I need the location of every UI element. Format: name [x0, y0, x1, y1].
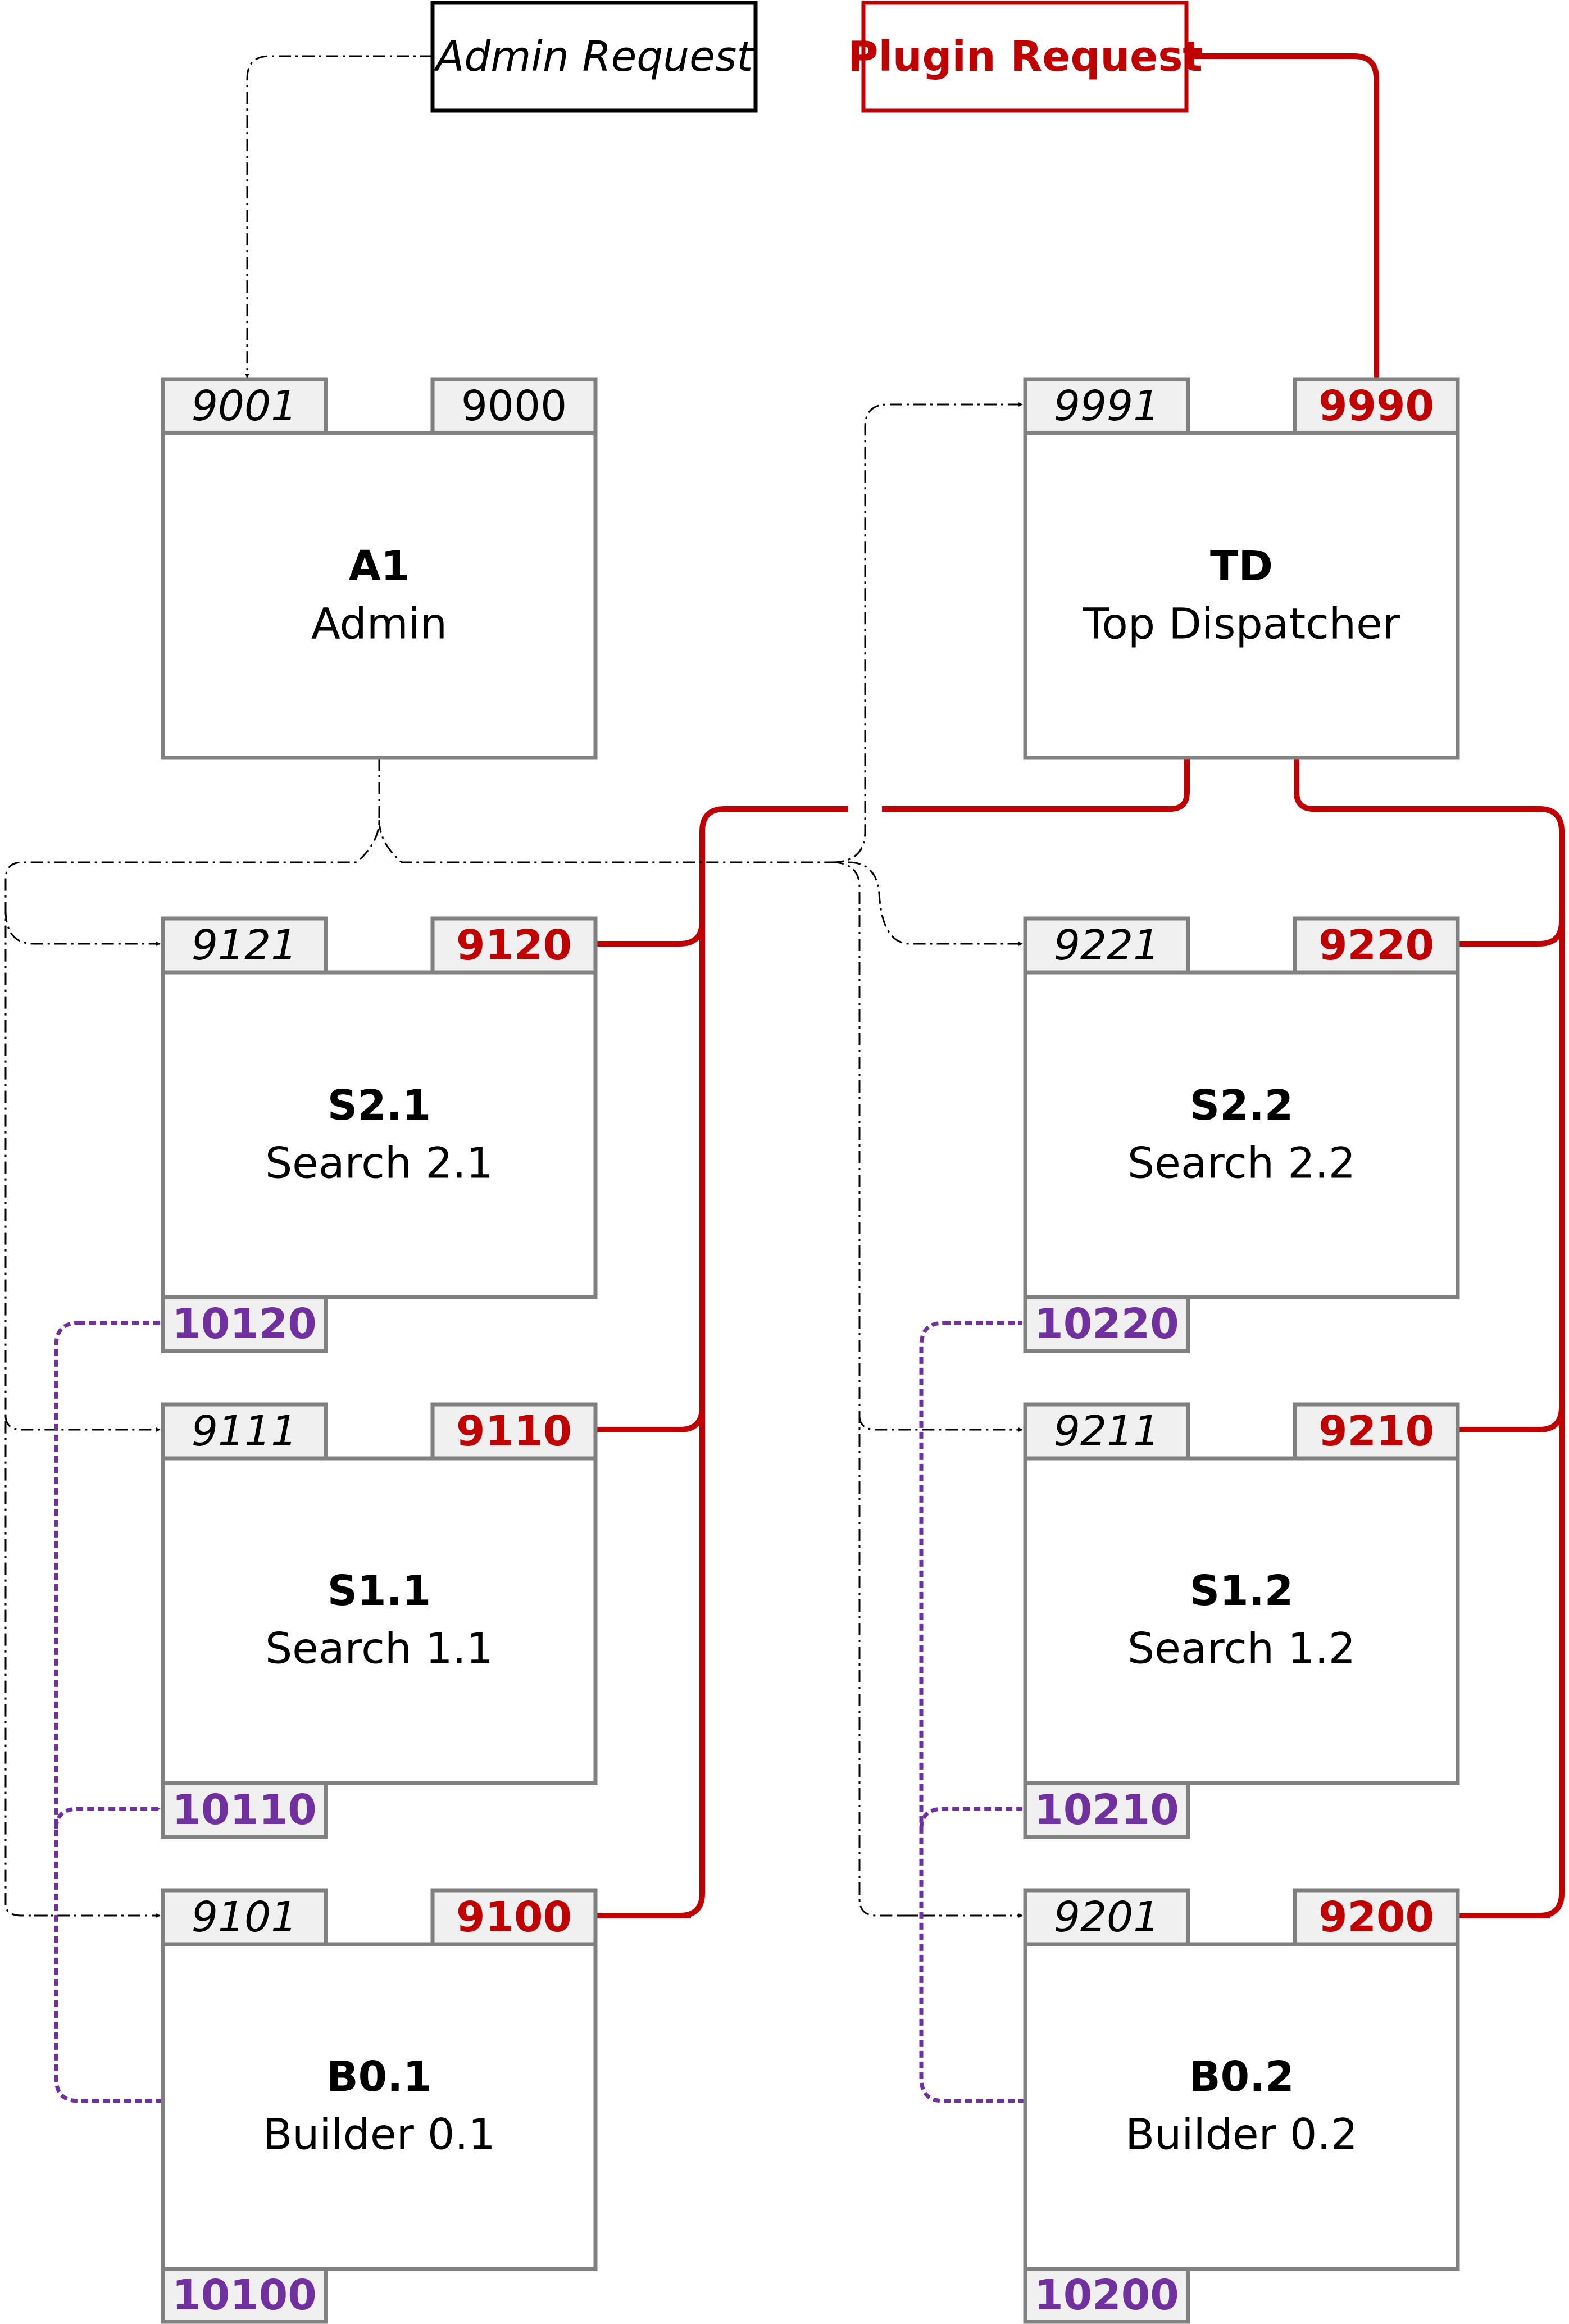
node-s21: 9121 9120 S2.1 Search 2.1 10120	[161, 916, 598, 1353]
b01-node-name: B0.1	[326, 2053, 432, 2101]
a1-admin-bus	[4, 758, 831, 1917]
s22-plugin-port: 9220	[1318, 921, 1434, 970]
admin-bus-right-column	[831, 861, 927, 1917]
s22-node-role: Search 2.2	[1127, 1138, 1356, 1188]
node-s12: 9211 9210 S1.2 Search 1.2 10210	[1023, 1402, 1460, 1839]
td-to-s11-branch	[595, 1407, 705, 1432]
s11-plugin-port: 9110	[456, 1407, 572, 1456]
a1-node-name: A1	[349, 542, 410, 590]
s21-node-role: Search 2.1	[265, 1138, 493, 1188]
s22-node-name: S2.2	[1190, 1081, 1293, 1130]
s21-plugin-port: 9120	[456, 921, 572, 970]
admin-to-s11	[4, 1415, 161, 1432]
s11-replication-port: 10110	[172, 1786, 316, 1834]
admin-request-connectors	[4, 55, 1023, 1918]
s22-admin-port: 9221	[1054, 921, 1159, 970]
b02-to-s12-repl	[919, 1806, 1023, 1829]
b02-replication-port: 10200	[1034, 2271, 1179, 2320]
td-to-s22-branch	[1457, 921, 1565, 947]
b01-replication-port: 10100	[172, 2271, 316, 2320]
b02-node-role: Builder 0.2	[1125, 2109, 1358, 2159]
td-admin-port: 9991	[1054, 382, 1159, 430]
a1-admin-port: 9001	[192, 382, 297, 430]
admin-bus-to-td	[831, 402, 1023, 863]
s11-node-name: S1.1	[328, 1567, 431, 1615]
s11-node-role: Search 1.1	[265, 1623, 493, 1673]
b01-admin-port: 9101	[192, 1893, 297, 1941]
td-node-name: TD	[1210, 542, 1273, 590]
admin-to-s22	[848, 861, 1023, 946]
admin-to-s12	[858, 1415, 1023, 1432]
b02-plugin-port: 9200	[1318, 1893, 1434, 1941]
s12-admin-port: 9211	[1054, 1407, 1159, 1456]
plugin-request-connectors	[595, 53, 1565, 1918]
s12-node-role: Search 1.2	[1127, 1623, 1356, 1673]
td-node-role: Top Dispatcher	[1083, 599, 1400, 649]
node-td: 9991 9990 TD Top Dispatcher	[1023, 377, 1460, 760]
b01-replication-trunk	[54, 1321, 163, 2103]
s22-replication-port: 10220	[1034, 1300, 1179, 1348]
admin-request-to-a1-line	[245, 55, 433, 378]
s12-replication-port: 10210	[1034, 1786, 1179, 1834]
node-s11: 9111 9110 S1.1 Search 1.1 10110	[161, 1402, 598, 1839]
s21-replication-port: 10120	[172, 1300, 316, 1348]
s11-admin-port: 9111	[192, 1407, 297, 1456]
b02-node-name: B0.2	[1189, 2053, 1294, 2101]
b01-to-s11-repl	[54, 1806, 161, 1829]
s12-plugin-port: 9210	[1318, 1407, 1434, 1456]
s12-node-name: S1.2	[1190, 1567, 1293, 1615]
plugin-request-to-td-line	[1187, 53, 1379, 378]
node-b01: 9101 9100 B0.1 Builder 0.1 10100	[161, 1888, 598, 2324]
node-b02: 9201 9200 B0.2 Builder 0.2 10200	[1023, 1888, 1460, 2324]
td-plugin-port: 9990	[1318, 382, 1434, 430]
replication-connectors	[54, 1320, 1025, 2103]
a1-plugin-port: 9000	[461, 382, 567, 430]
node-a1: 9001 9000 A1 Admin	[161, 377, 598, 760]
node-s22: 9221 9220 S2.2 Search 2.2 10220	[1023, 916, 1460, 1353]
td-to-right-column-trunk	[1294, 758, 1565, 1918]
td-to-s21-branch	[595, 921, 705, 947]
admin-to-s21	[4, 909, 161, 946]
s21-admin-port: 9121	[192, 921, 297, 970]
admin-request-box: Admin Request	[430, 1, 758, 113]
admin-request-label: Admin Request	[434, 33, 755, 81]
plugin-request-label: Plugin Request	[848, 33, 1203, 81]
s21-node-name: S2.1	[328, 1081, 431, 1130]
a1-node-role: Admin	[311, 599, 447, 649]
plugin-request-box: Plugin Request	[848, 1, 1203, 113]
b02-replication-trunk	[919, 1321, 1025, 2103]
b01-plugin-port: 9100	[456, 1893, 572, 1941]
td-to-s12-branch	[1457, 1407, 1565, 1432]
b01-node-role: Builder 0.1	[263, 2109, 495, 2159]
b02-admin-port: 9201	[1054, 1893, 1159, 1941]
